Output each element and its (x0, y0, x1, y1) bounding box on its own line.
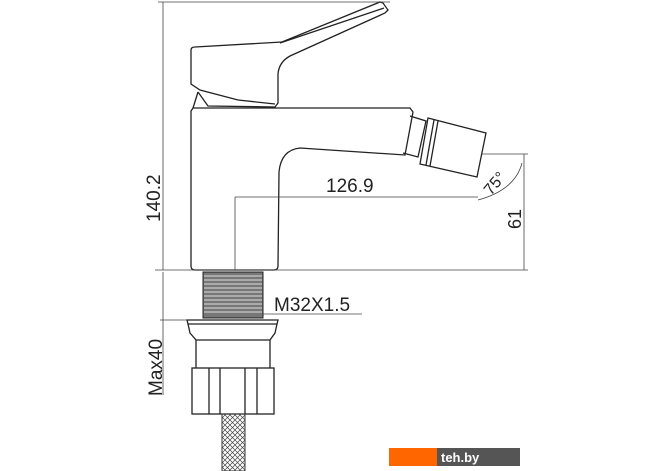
reach-dimension-label: 126.9 (326, 176, 374, 197)
angle-dimension-label: 75° (481, 169, 510, 198)
height-dimension-label: 140.2 (144, 174, 165, 222)
dimension-lines (155, 1, 528, 395)
spout-height-label: 61 (505, 209, 525, 229)
mounting-assembly (186, 271, 279, 471)
watermark-text: teh.by (441, 450, 480, 465)
bidet-nozzle (402, 115, 487, 178)
thread-label: M32X1.5 (274, 295, 350, 316)
watermark-logo: teh.by (389, 448, 520, 466)
faucet-body (190, 1, 414, 271)
max-thickness-label: Max40 (146, 339, 167, 396)
